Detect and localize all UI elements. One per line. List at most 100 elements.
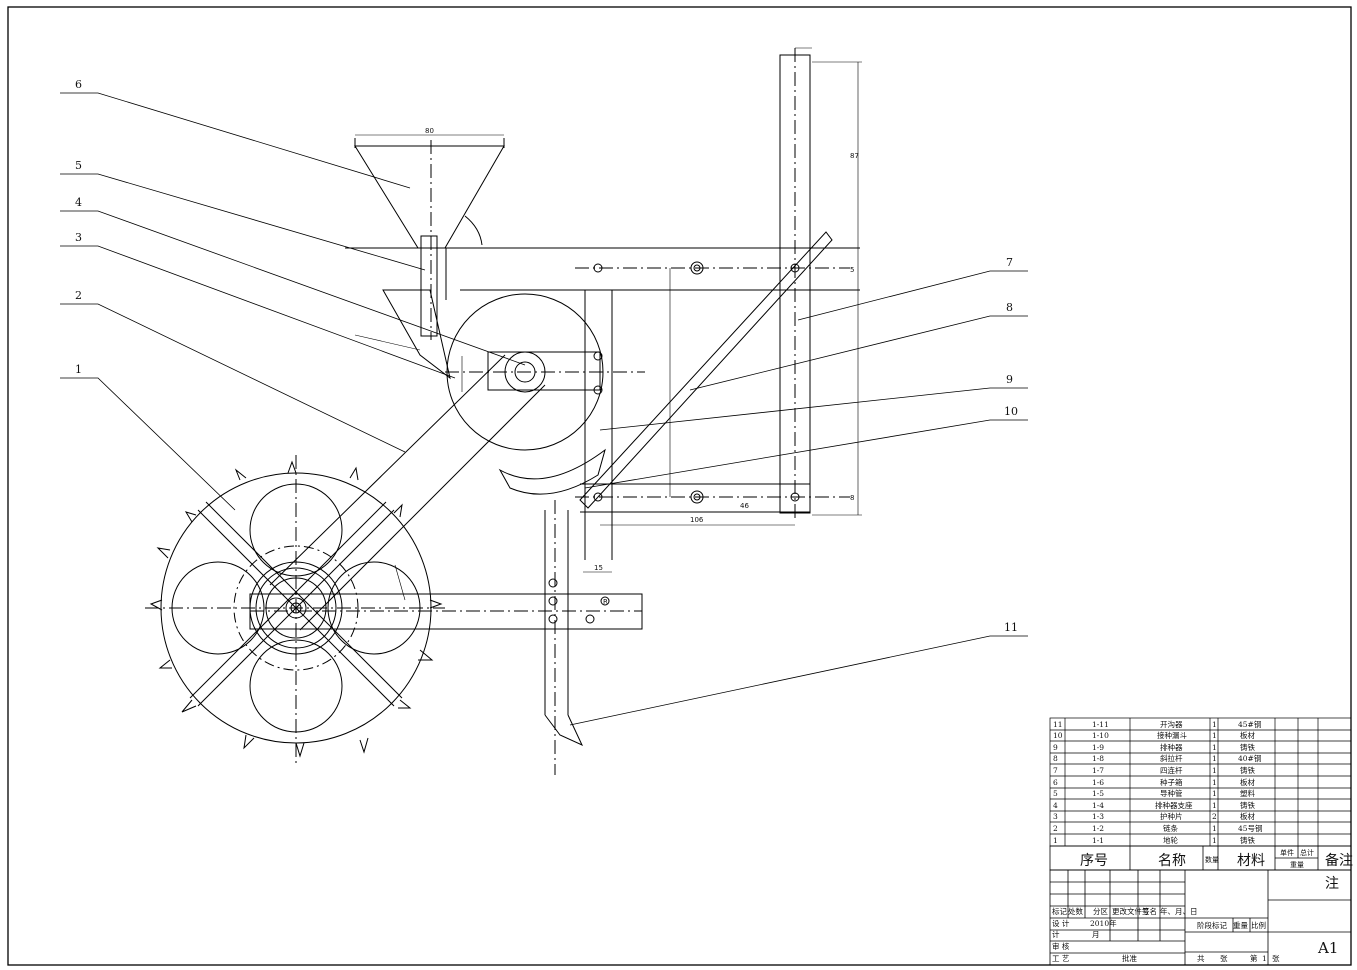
svg-text:排种器支座: 排种器支座 bbox=[1155, 800, 1193, 810]
callout-2: 2 bbox=[75, 289, 82, 302]
tb-scale: 比例 bbox=[1251, 920, 1266, 930]
svg-text:40#钢: 40#钢 bbox=[1238, 753, 1261, 763]
callout-numbers: 1 2 3 4 5 6 7 8 9 10 11 bbox=[75, 78, 1018, 634]
svg-text:1: 1 bbox=[1212, 743, 1217, 752]
callout-8: 8 bbox=[1006, 301, 1013, 314]
svg-text:1-6: 1-6 bbox=[1092, 778, 1104, 787]
header-unit-weight: 单件 bbox=[1280, 848, 1294, 857]
svg-text:7: 7 bbox=[1053, 766, 1058, 775]
svg-text:4: 4 bbox=[1053, 801, 1058, 810]
svg-text:铸铁: 铸铁 bbox=[1240, 800, 1256, 810]
dim-frame-short: 46 bbox=[740, 502, 749, 510]
callout-5: 5 bbox=[75, 159, 82, 172]
svg-text:45号钢: 45号钢 bbox=[1238, 823, 1263, 833]
tb-design-date: 2010年 bbox=[1090, 918, 1117, 928]
svg-text:铸铁: 铸铁 bbox=[1240, 742, 1256, 752]
callout-6: 6 bbox=[75, 78, 82, 91]
tb-size: A1 bbox=[1317, 939, 1338, 957]
header-weight: 重量 bbox=[1290, 861, 1304, 869]
svg-text:1: 1 bbox=[1212, 731, 1217, 740]
dimension-texts: 80 106 46 15 R 87 5 8 bbox=[425, 127, 859, 606]
dim-col-b: 8 bbox=[850, 494, 854, 502]
tb-mark: 标记 bbox=[1052, 906, 1068, 916]
svg-text:排种器: 排种器 bbox=[1160, 742, 1183, 752]
svg-text:3: 3 bbox=[1053, 812, 1058, 821]
title-block: 标记 处数 分区 更改文件号 签名 年、月、日 设 计 2010年 计 月 审 … bbox=[1049, 869, 1352, 966]
svg-text:1: 1 bbox=[1212, 766, 1217, 775]
header-qty: 数量 bbox=[1205, 855, 1219, 864]
tie-rod bbox=[579, 231, 833, 509]
svg-text:铸铁: 铸铁 bbox=[1240, 765, 1256, 775]
svg-text:8: 8 bbox=[1053, 754, 1058, 763]
tb-sheet2: 张 bbox=[1272, 954, 1280, 963]
funnel bbox=[382, 289, 451, 380]
ground-wheel bbox=[145, 455, 445, 765]
svg-text:1: 1 bbox=[1212, 824, 1217, 833]
svg-text:1-10: 1-10 bbox=[1092, 731, 1109, 740]
callout-10: 10 bbox=[1004, 405, 1018, 418]
tb-sign: 签名 bbox=[1142, 906, 1157, 916]
svg-text:链条: 链条 bbox=[1163, 823, 1179, 833]
svg-text:1: 1 bbox=[1212, 801, 1217, 810]
tb-check: 审 核 bbox=[1052, 941, 1070, 951]
dimension-lines bbox=[354, 47, 862, 629]
svg-text:2: 2 bbox=[1053, 824, 1058, 833]
callout-9: 9 bbox=[1006, 373, 1013, 386]
svg-text:四连杆: 四连杆 bbox=[1160, 765, 1183, 775]
dim-side-post: R bbox=[603, 598, 608, 606]
svg-text:1: 1 bbox=[1212, 754, 1217, 763]
tb-date: 年、月、日 bbox=[1160, 906, 1198, 916]
header-seq: 序号 bbox=[1080, 853, 1108, 869]
tb-calc: 计 bbox=[1052, 929, 1060, 939]
svg-text:6: 6 bbox=[1053, 778, 1058, 787]
svg-text:1-4: 1-4 bbox=[1092, 801, 1104, 810]
leader-lines bbox=[60, 92, 1028, 726]
svg-text:护种片: 护种片 bbox=[1160, 811, 1183, 821]
drawing-border bbox=[7, 6, 1352, 966]
callout-1: 1 bbox=[75, 363, 82, 376]
tb-nth: 第 bbox=[1250, 953, 1258, 963]
svg-text:1: 1 bbox=[1212, 720, 1217, 729]
svg-text:1: 1 bbox=[1212, 789, 1217, 798]
svg-text:11: 11 bbox=[1053, 720, 1063, 729]
header-remark: 备注 bbox=[1325, 852, 1353, 869]
svg-text:1-2: 1-2 bbox=[1092, 824, 1104, 833]
svg-text:地轮: 地轮 bbox=[1163, 835, 1179, 845]
tb-stage: 阶段标记 bbox=[1197, 920, 1227, 930]
svg-text:导种管: 导种管 bbox=[1160, 788, 1183, 798]
callout-11: 11 bbox=[1004, 621, 1018, 634]
svg-text:2: 2 bbox=[1212, 812, 1217, 821]
svg-text:1: 1 bbox=[1212, 836, 1217, 845]
tb-sheet-no: 1 bbox=[1262, 954, 1267, 963]
svg-text:9: 9 bbox=[1053, 743, 1058, 752]
dim-col-a: 5 bbox=[850, 266, 854, 274]
svg-text:1-11: 1-11 bbox=[1092, 720, 1109, 729]
dim-wheel-arm: 15 bbox=[594, 564, 603, 572]
tb-approve: 批准 bbox=[1122, 953, 1138, 963]
seed-hopper bbox=[354, 134, 505, 340]
svg-text:斜拉杆: 斜拉杆 bbox=[1160, 753, 1183, 763]
svg-text:1-5: 1-5 bbox=[1092, 789, 1104, 798]
seed-tube bbox=[420, 235, 447, 337]
furrow-opener bbox=[544, 500, 610, 775]
svg-text:1-8: 1-8 bbox=[1092, 754, 1104, 763]
svg-text:接种漏斗: 接种漏斗 bbox=[1157, 730, 1187, 740]
svg-text:种子箱: 种子箱 bbox=[1160, 777, 1183, 787]
tb-total: 共 bbox=[1197, 954, 1205, 963]
tb-zone: 分区 bbox=[1093, 907, 1109, 916]
tb-weight: 重量 bbox=[1233, 921, 1249, 930]
parts-table: 11 1-11 开沟器 1 45#钢 10 1-10 接种漏斗 1 板材 9 1… bbox=[1049, 717, 1353, 871]
chain-drive bbox=[269, 351, 546, 631]
tb-process: 工 艺 bbox=[1052, 954, 1069, 963]
svg-text:1-7: 1-7 bbox=[1092, 766, 1104, 775]
svg-text:10: 10 bbox=[1053, 731, 1063, 740]
tb-sheet: 张 bbox=[1220, 954, 1228, 963]
svg-text:板材: 板材 bbox=[1240, 730, 1256, 740]
svg-text:1-9: 1-9 bbox=[1092, 743, 1104, 752]
svg-text:铸铁: 铸铁 bbox=[1240, 835, 1256, 845]
machine-drawing bbox=[145, 47, 862, 775]
callout-3: 3 bbox=[75, 231, 82, 244]
tb-month: 月 bbox=[1092, 930, 1100, 939]
dim-frame-bottom: 106 bbox=[690, 516, 704, 524]
svg-text:板材: 板材 bbox=[1240, 777, 1256, 787]
